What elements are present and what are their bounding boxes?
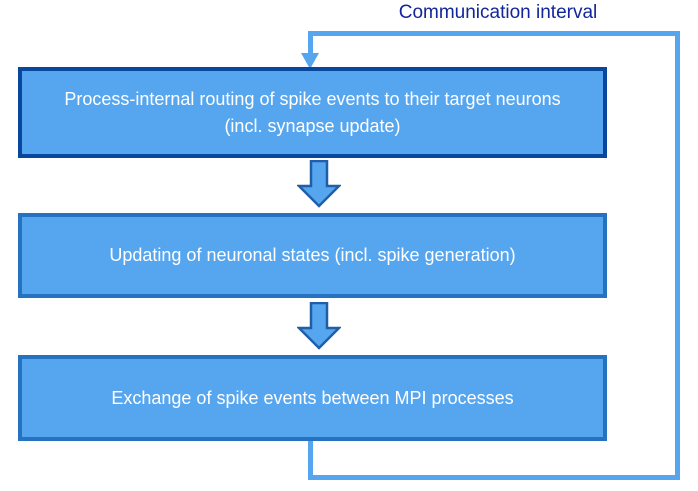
feedback-loop-segment-down-from-exchange — [308, 441, 313, 480]
process-box-routing: Process-internal routing of spike events… — [18, 67, 607, 158]
feedback-loop-segment-bottom — [308, 475, 680, 480]
process-box-mpi-exchange-label: Exchange of spike events between MPI pro… — [111, 387, 514, 408]
process-box-neuron-update-label: Updating of neuronal states (incl. spike… — [109, 245, 516, 265]
down-block-arrow-icon-routing-to-update — [297, 160, 341, 208]
process-box-routing-label: Process-internal routing of spike events… — [64, 88, 561, 136]
process-box-mpi-exchange: Exchange of spike events between MPI pro… — [18, 355, 607, 441]
communication-interval-label: Communication interval — [398, 2, 598, 23]
down-block-arrow-icon-update-to-exchange — [297, 302, 341, 350]
feedback-loop-segment-down-into-routing — [308, 31, 313, 55]
feedback-loop-segment-right — [675, 31, 680, 480]
feedback-loop-arrowhead-icon — [301, 53, 319, 69]
feedback-loop-segment-top — [308, 31, 680, 36]
process-box-neuron-update: Updating of neuronal states (incl. spike… — [18, 213, 607, 298]
